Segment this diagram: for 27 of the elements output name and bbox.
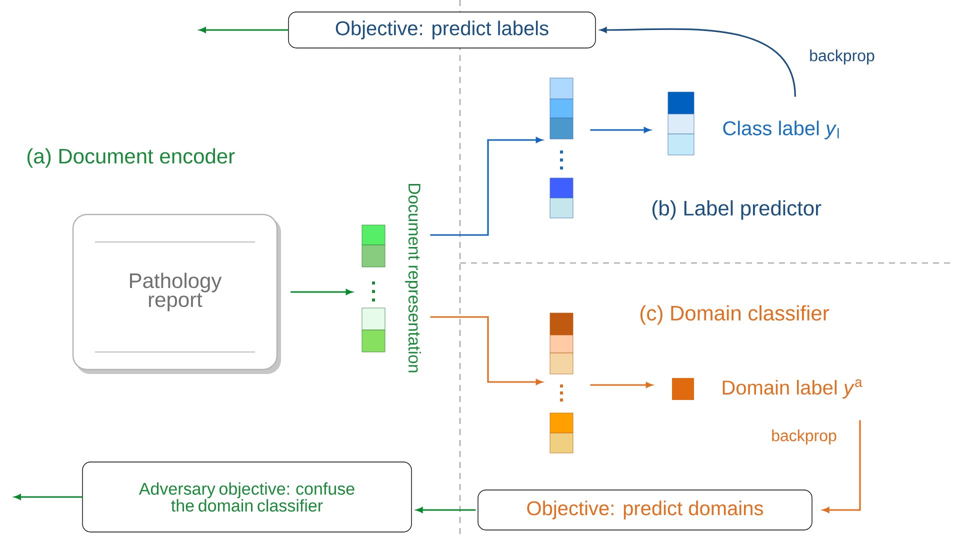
objective-box: Objective: predict domains — [478, 490, 812, 530]
edge-label: backprop — [808, 48, 876, 66]
section-heading: (c) Domain classifier — [640, 305, 829, 325]
vector-drawing — [668, 92, 694, 156]
rotated-label: Document representation — [405, 184, 421, 372]
objective-box: Adversary objective: confuse the domain classifier — [82, 462, 412, 532]
arrow — [416, 507, 476, 513]
output-label: Domain label y$^{a}$ — [722, 379, 862, 399]
vector-drawing — [362, 224, 386, 352]
section-heading: (b) Label predictor — [652, 200, 822, 220]
document-box: Pathology report — [72, 214, 281, 374]
section-heading: (a) Document encoder — [28, 148, 235, 168]
objective-box: Objective: predict labels — [288, 12, 596, 48]
vector-drawing — [550, 78, 574, 218]
vector-drawing — [550, 312, 574, 454]
arrow — [199, 27, 288, 33]
arrow — [290, 289, 352, 295]
arrow — [590, 382, 652, 388]
output-square — [672, 378, 694, 400]
arrow — [14, 494, 82, 500]
arrow — [600, 27, 796, 97]
edge-label: backprop — [770, 428, 838, 446]
arrow — [430, 137, 542, 236]
arrow — [430, 316, 542, 385]
arrow — [822, 420, 861, 513]
output-label: Class label y$_{l}$ — [723, 120, 839, 140]
arrow — [590, 127, 650, 133]
